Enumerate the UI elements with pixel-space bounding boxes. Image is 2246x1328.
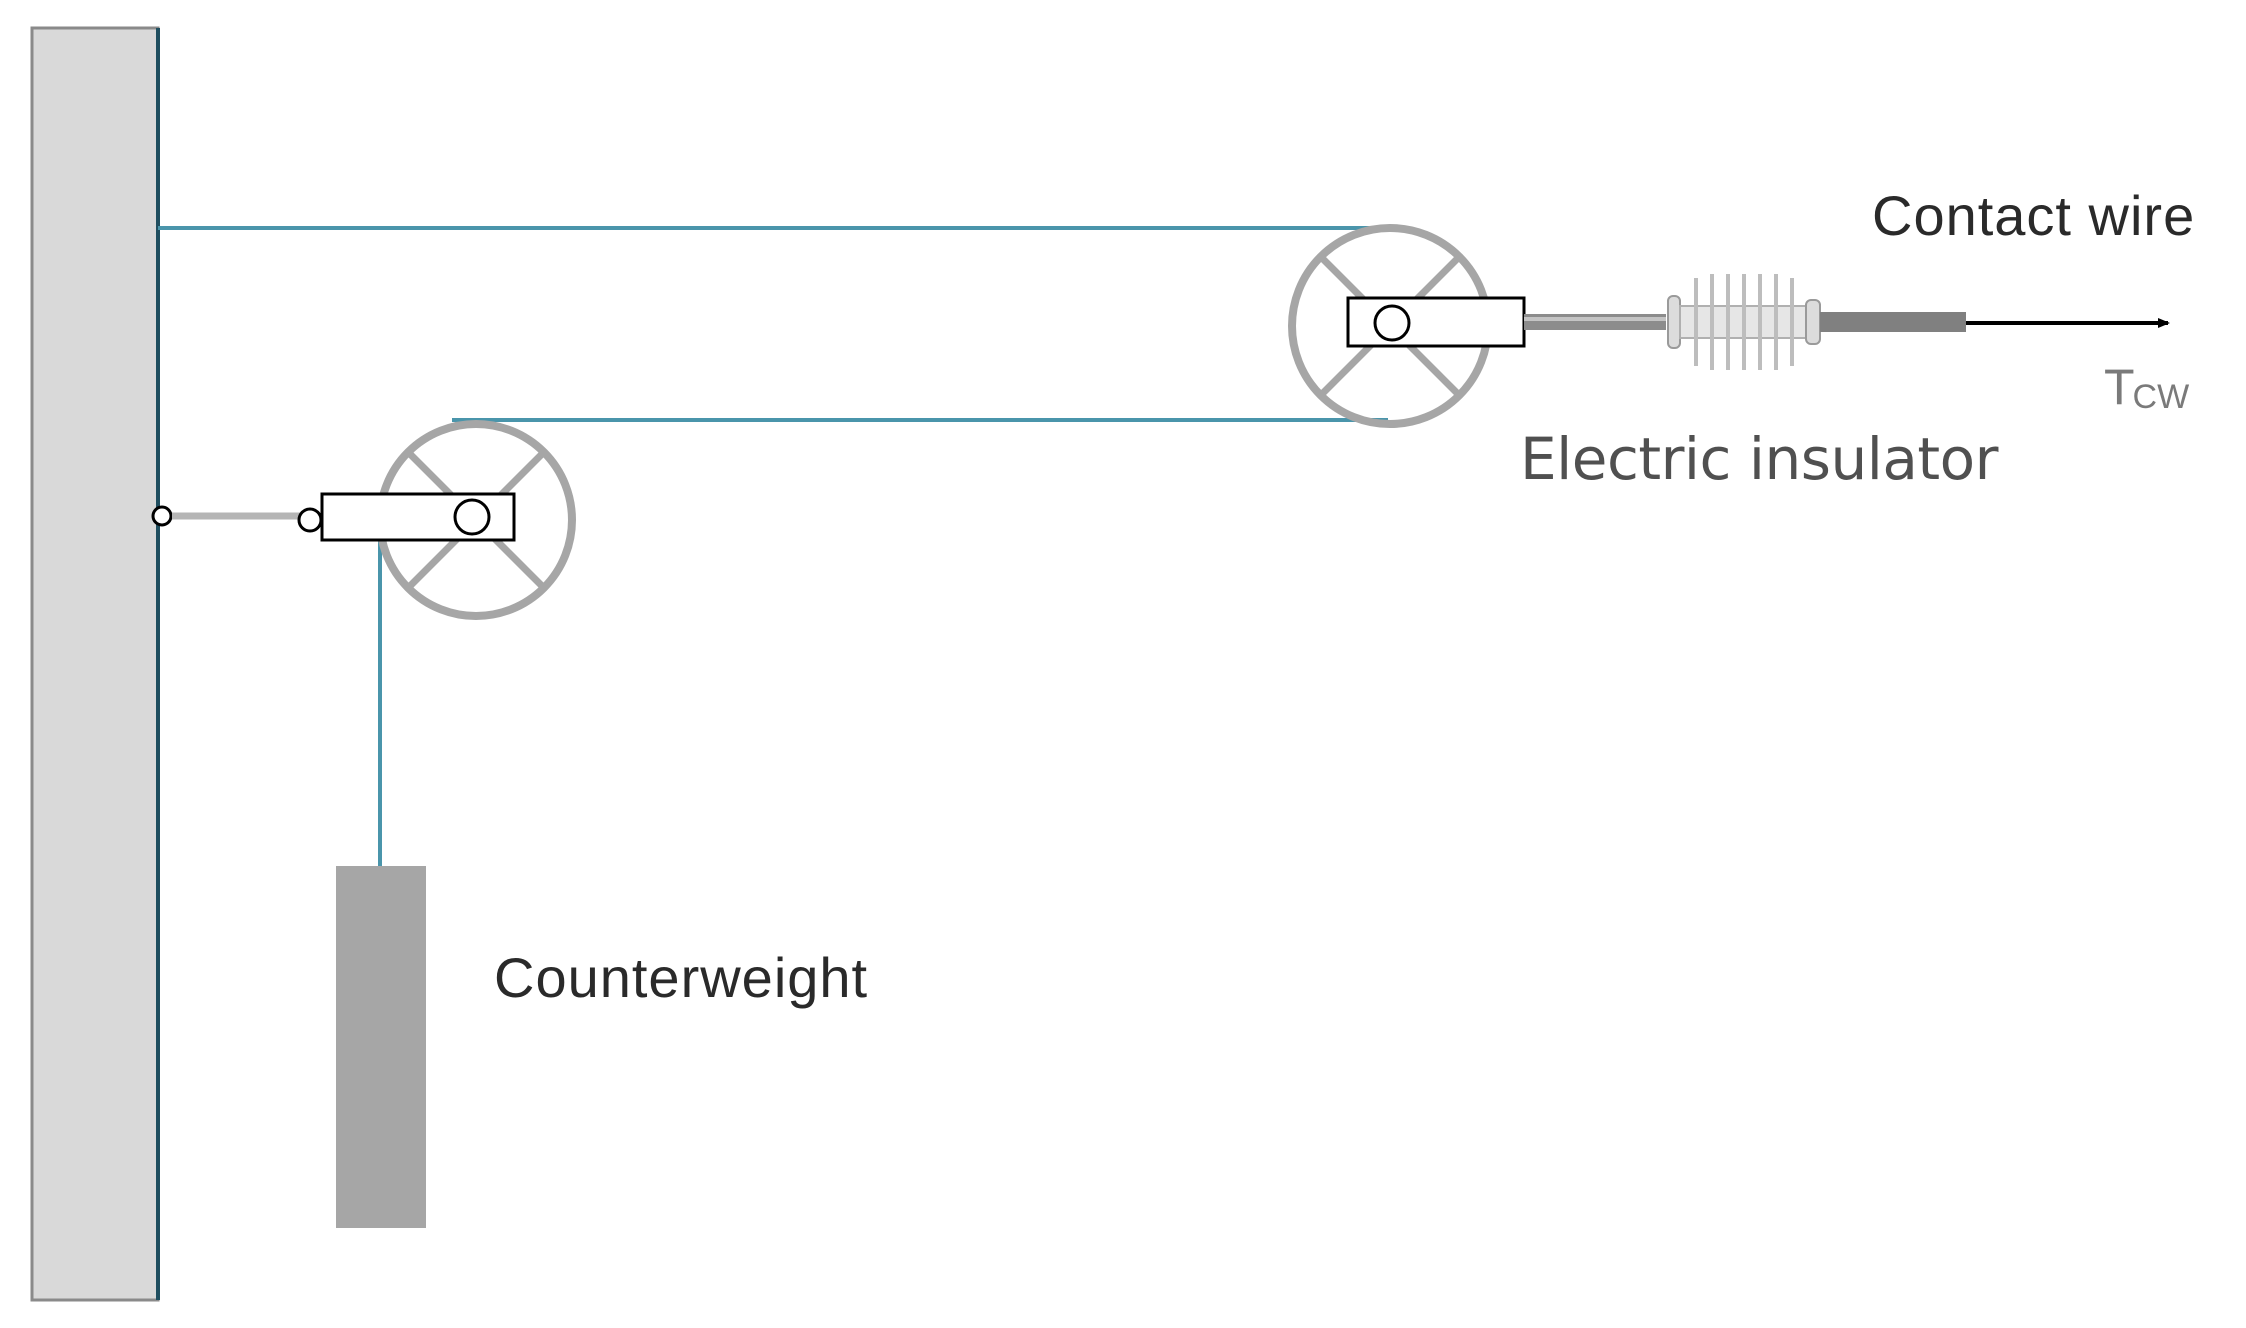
contact-wire-label: Contact wire	[1872, 184, 2196, 247]
electric-insulator-label: Electric insulator	[1520, 425, 1998, 493]
electric-insulator	[1667, 274, 1821, 370]
insulator-sheds	[1694, 274, 1794, 370]
tensioning-cables	[158, 226, 1388, 866]
upper-pulley-yoke	[1346, 296, 1526, 348]
mast-pole	[30, 26, 160, 1302]
counterweight	[336, 866, 426, 1228]
tension-label: TCW	[2104, 359, 2189, 415]
tension-subscript: CW	[2132, 378, 2190, 416]
connecting-rod	[1524, 314, 1666, 330]
tension-symbol: T	[2104, 359, 2135, 415]
contact-wire	[1820, 312, 2170, 332]
pulley-anchor-arm	[151, 505, 323, 533]
lower-pulley-yoke	[320, 492, 516, 542]
counterweight-label: Counterweight	[494, 946, 869, 1009]
